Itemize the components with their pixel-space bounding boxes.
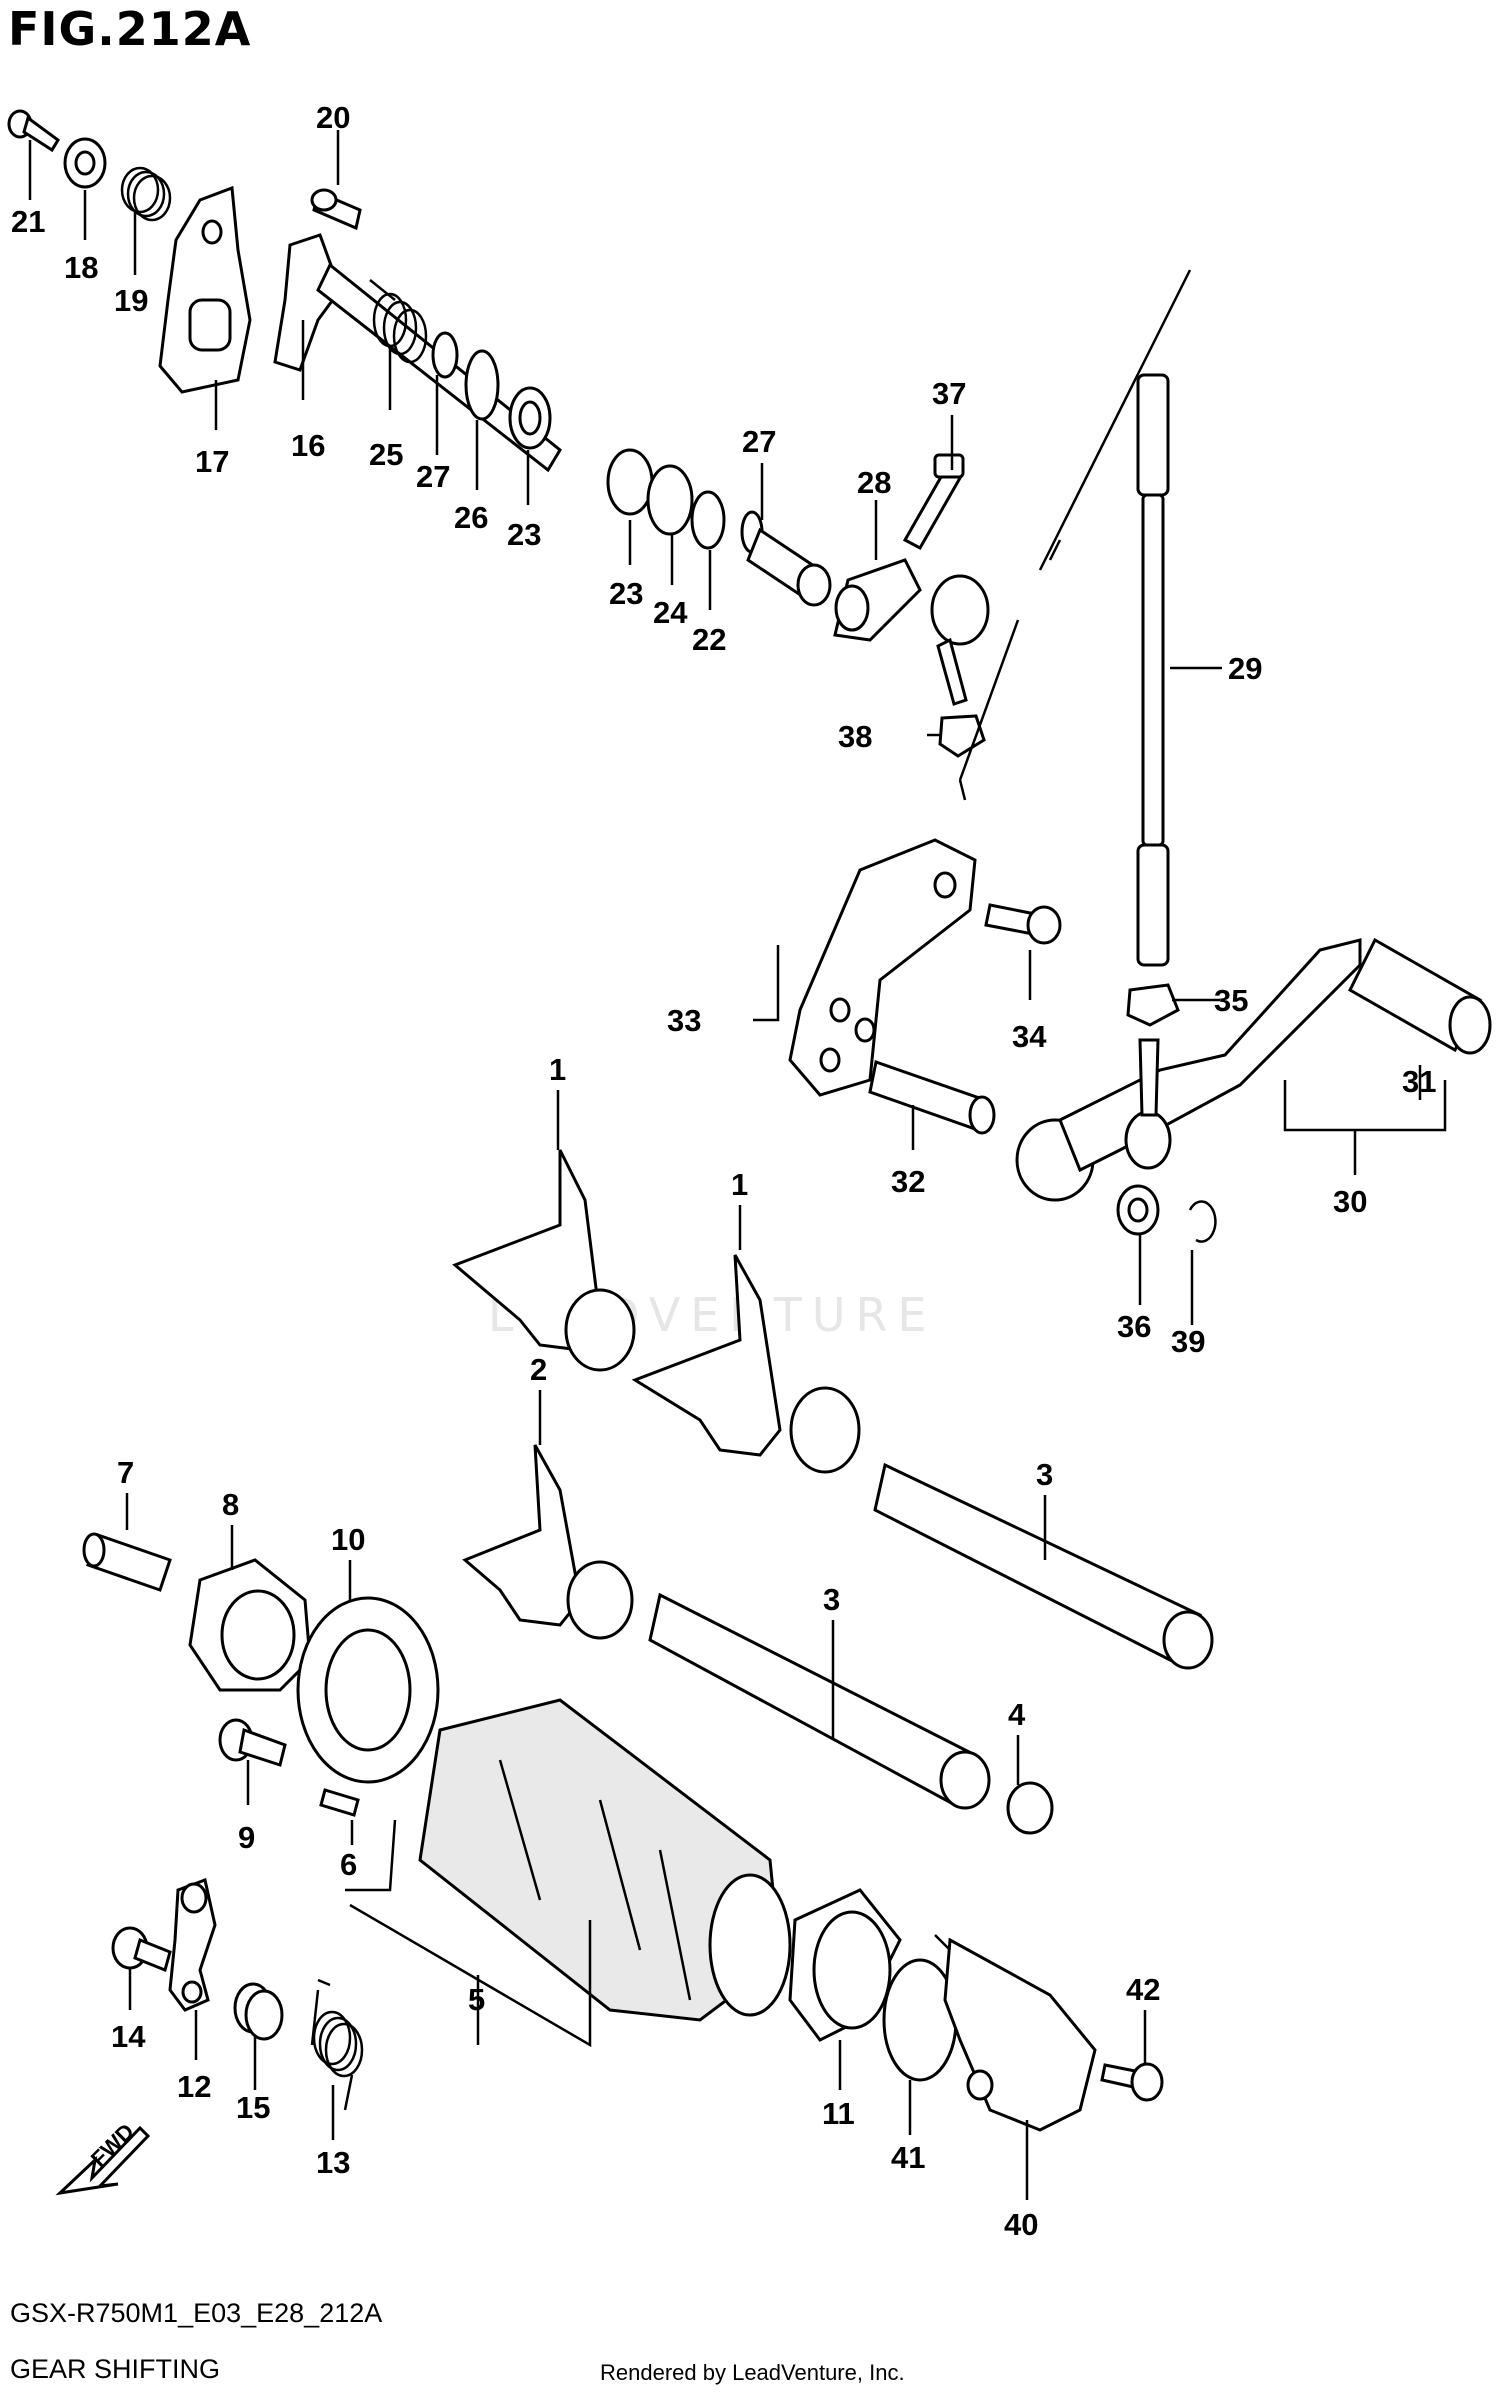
- callout-1b: 1: [731, 1167, 748, 1202]
- oring-41: [882, 1958, 958, 2082]
- washer-27a: [431, 331, 459, 379]
- callout-labels: 21 18 19 17 20 16 25 27 26 23 23 24 22 2…: [11, 100, 1436, 2242]
- seal-24: [646, 464, 694, 536]
- bolt-37: [902, 453, 965, 551]
- rendered-by: Rendered by LeadVenture, Inc.: [600, 2360, 905, 2385]
- spring-19: [120, 166, 172, 222]
- bolt-42: [1100, 2062, 1164, 2102]
- callout-14: 14: [111, 2019, 146, 2054]
- callout-17: 17: [195, 444, 229, 479]
- pin-6: [319, 1788, 360, 1817]
- washer-18: [63, 137, 107, 189]
- bushing-23b: [606, 448, 654, 516]
- fork-shaft-3a: [873, 1462, 1214, 1670]
- shift-rod-29: [1136, 373, 1170, 967]
- callout-2: 2: [530, 1352, 547, 1387]
- plug-4: [1006, 1781, 1054, 1835]
- callout-13: 13: [316, 2145, 350, 2180]
- callout-23b: 23: [609, 576, 643, 611]
- bracket-33: [788, 838, 977, 1097]
- callout-19: 19: [114, 283, 148, 318]
- callout-24: 24: [653, 595, 688, 630]
- figure-title: FIG.212A: [8, 2, 252, 56]
- washer-36: [1116, 1184, 1160, 1236]
- callout-3b: 3: [823, 1582, 840, 1617]
- fork-1b: [631, 1254, 861, 1474]
- callout-6: 6: [340, 1847, 357, 1882]
- callout-27a: 27: [416, 459, 450, 494]
- callout-20: 20: [316, 100, 350, 135]
- diagram-code: GSX-R750M1_E03_E28_212A: [10, 2298, 383, 2328]
- callout-8: 8: [222, 1487, 239, 1522]
- fork-shaft-3b: [648, 1592, 991, 1810]
- plate-12: [168, 1877, 217, 2012]
- callout-39: 39: [1171, 1324, 1205, 1359]
- rubber-31: [1348, 937, 1492, 1055]
- shift-lever-30: [1015, 938, 1362, 1202]
- callout-25: 25: [369, 437, 403, 472]
- callout-29: 29: [1228, 651, 1262, 686]
- leader-lines: [28, 130, 1447, 2200]
- callout-5: 5: [468, 1982, 485, 2017]
- fork-2: [462, 1444, 634, 1640]
- callout-31: 31: [1402, 1064, 1436, 1099]
- callout-10: 10: [331, 1522, 365, 1557]
- pivot-32: [868, 1060, 996, 1135]
- nut-35: [1126, 983, 1180, 1027]
- bolt-14: [111, 1926, 172, 1973]
- plate-17: [158, 185, 252, 394]
- callout-23a: 23: [507, 517, 541, 552]
- callout-32: 32: [891, 1164, 925, 1199]
- bolt-34: [984, 903, 1062, 945]
- diagram-caption: GEAR SHIFTING: [10, 2354, 221, 2384]
- callout-11: 11: [822, 2096, 855, 2131]
- collar-15: [233, 1982, 284, 2041]
- callout-12: 12: [177, 2069, 211, 2104]
- fork-1a: [452, 1149, 636, 1372]
- callout-15: 15: [236, 2090, 270, 2125]
- callout-33: 33: [667, 1003, 701, 1038]
- shaft-end: [746, 527, 832, 607]
- bolt-20: [310, 188, 362, 231]
- callout-1a: 1: [549, 1052, 566, 1087]
- callout-40: 40: [1004, 2207, 1038, 2242]
- callout-18: 18: [64, 250, 98, 285]
- callout-22: 22: [692, 622, 726, 657]
- washer-22: [690, 490, 726, 550]
- bearing-10: [296, 1596, 440, 1784]
- callout-7: 7: [117, 1455, 134, 1490]
- callout-30: 30: [1333, 1184, 1367, 1219]
- callout-34: 34: [1012, 1019, 1047, 1054]
- arm-28: [833, 558, 990, 706]
- nut-38: [938, 714, 986, 758]
- callout-38: 38: [838, 719, 872, 754]
- callout-16: 16: [291, 428, 325, 463]
- callout-28: 28: [857, 465, 891, 500]
- bolt-21: [7, 109, 60, 153]
- callout-41: 41: [891, 2140, 925, 2175]
- callout-26: 26: [454, 500, 488, 535]
- washer-26: [464, 349, 500, 421]
- fwd-arrow: FWD: [55, 2118, 151, 2196]
- callout-27b: 27: [742, 424, 776, 459]
- callout-4: 4: [1008, 1697, 1026, 1732]
- shift-drum-5: [418, 1698, 792, 2022]
- callout-3a: 3: [1036, 1457, 1053, 1492]
- clip-39: [1188, 1200, 1217, 1243]
- callout-35: 35: [1214, 983, 1248, 1018]
- spring-13: [310, 1978, 364, 2111]
- callout-37: 37: [932, 376, 966, 411]
- callout-21: 21: [11, 204, 45, 239]
- bearing-11: [788, 1888, 902, 2042]
- cam-stopper-8: [188, 1558, 312, 1692]
- switch-40: [934, 1934, 1097, 2132]
- bolt-9: [218, 1718, 287, 1767]
- pin-7: [82, 1532, 172, 1592]
- callout-42: 42: [1126, 1972, 1160, 2007]
- bushing-23a: [508, 386, 552, 450]
- callout-9: 9: [238, 1820, 255, 1855]
- callout-36: 36: [1117, 1309, 1151, 1344]
